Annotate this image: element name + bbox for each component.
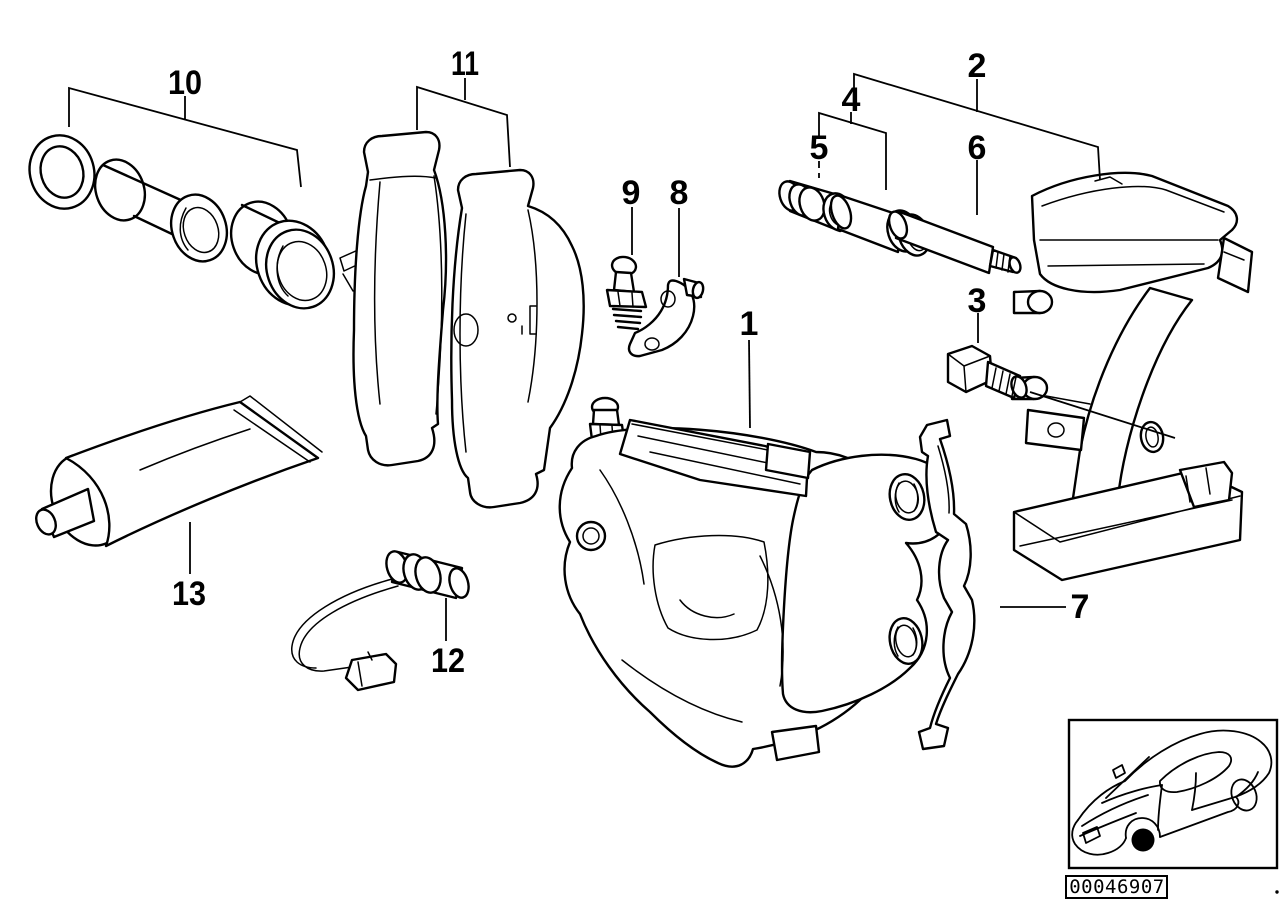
inset-frame <box>1067 718 1279 870</box>
leader-lines <box>68 72 1176 641</box>
code-box: 00046907 <box>1065 875 1168 899</box>
callout-label-5: 5 <box>810 129 829 167</box>
leader-10 <box>68 86 302 188</box>
brake-caliper <box>558 396 954 768</box>
callout-label-9: 9 <box>622 174 641 212</box>
leader-2 <box>853 72 1101 181</box>
callout-label-7: 7 <box>1071 588 1090 626</box>
wear-sensor <box>291 550 470 692</box>
seal-ring <box>28 134 96 210</box>
holder-bracket <box>627 277 705 358</box>
period-mark <box>1275 890 1279 894</box>
mounting-bolt <box>946 344 1028 400</box>
bleeder-valve <box>605 255 648 331</box>
tube-nozzle <box>35 487 96 539</box>
leader-4 <box>818 111 887 190</box>
wheel-position-marker <box>1131 828 1155 852</box>
grease-tube <box>35 395 323 548</box>
callout-label-2: 2 <box>968 47 987 85</box>
carrier-lugs <box>1010 289 1091 452</box>
callout-label-8: 8 <box>670 174 689 212</box>
leader-1 <box>748 339 751 429</box>
leader-3 <box>977 313 1176 439</box>
carrier-top-block <box>1030 171 1254 294</box>
caliper-bridge <box>618 418 812 498</box>
guide-pin <box>887 210 1022 275</box>
callout-label-4: 4 <box>842 81 861 119</box>
retaining-spring <box>917 418 976 751</box>
leader-11 <box>416 78 511 168</box>
piston-repair-kit <box>28 134 336 310</box>
callout-label-6: 6 <box>968 129 987 167</box>
code-box-frame <box>1065 875 1168 899</box>
carrier-arm <box>1070 286 1194 507</box>
brake-pad-inner <box>352 130 448 467</box>
car-outline-icon <box>1071 729 1273 856</box>
sensor-connector <box>344 651 398 692</box>
piston <box>93 158 229 263</box>
callout-label-12: 12 <box>431 642 465 680</box>
callout-label-13: 13 <box>172 575 206 613</box>
brake-pad-outer <box>450 168 585 509</box>
callout-label-3: 3 <box>968 282 987 320</box>
callout-labels: 1 2 3 4 5 6 7 8 9 10 11 12 13 <box>168 45 1089 680</box>
carrier-bottom-rail <box>1012 460 1244 582</box>
diagram-code: 00046907 <box>1069 876 1165 898</box>
vehicle-inset: 00046907 <box>1065 718 1279 899</box>
bracket-bolt <box>682 277 705 300</box>
brake-pads <box>339 130 585 509</box>
callout-label-11: 11 <box>451 45 479 83</box>
callout-label-10: 10 <box>168 64 202 102</box>
caliper-window <box>652 534 769 641</box>
dust-cap <box>229 200 336 310</box>
callout-label-1: 1 <box>740 305 759 343</box>
caliper-carrier <box>1010 171 1254 582</box>
sensor-plug <box>385 550 470 600</box>
